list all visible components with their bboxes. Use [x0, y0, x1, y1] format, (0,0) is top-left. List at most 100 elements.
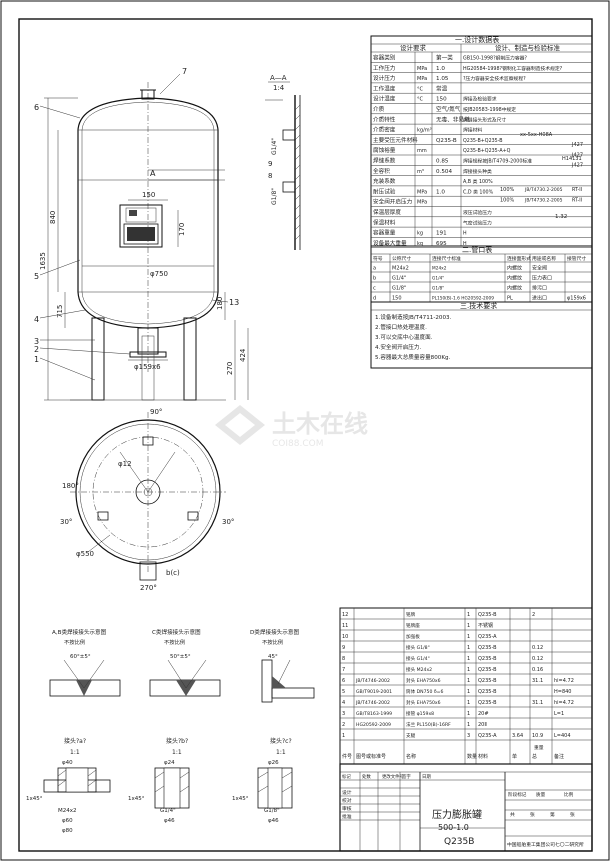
pipe-header: 符号: [373, 255, 383, 262]
bom-cell-mat: Q235-B: [478, 612, 497, 618]
svg-text:土木在线: 土木在线: [272, 410, 368, 438]
design-row-label: 工作压力: [373, 64, 396, 72]
bom-cell-name: 支腿: [406, 732, 416, 739]
design-row-label: 容器类别: [373, 54, 396, 62]
bom-cell-qty: 3: [467, 733, 470, 739]
inspection-pct: 100%: [500, 187, 515, 193]
nozzle-detail-labels: 接头?a?1:1φ40M24x2φ60φ801x45°接头?b?1:1φ24G1…: [26, 737, 292, 834]
design-row-unit: mm: [417, 148, 427, 154]
design-row-unit: kg: [417, 231, 423, 237]
bill-of-materials: [339, 607, 593, 765]
design-row-note: H: [463, 231, 467, 237]
tech-note: 1.设备制造按JB/T4711-2003.: [375, 313, 452, 321]
design-row-label: 容器重量: [373, 229, 396, 237]
design-row-label: 腐蚀裕量: [373, 146, 396, 154]
bom-cell-mat: Q235-B: [478, 656, 497, 662]
bom-cell-std: JB/T4746-2002: [355, 678, 390, 684]
design-row-value: 1.0: [436, 66, 445, 72]
design-row-label: 设备最大重量: [373, 239, 407, 247]
design-row-note: 按JB20583-1998中规定: [463, 106, 516, 113]
weld-sub: 不按比例: [164, 638, 185, 646]
bom-cell-mat: Q235-B: [478, 700, 497, 706]
weld-angle: 50°±5°: [170, 654, 191, 660]
bom-head: 材料: [478, 753, 488, 760]
title-sheet: 第: [550, 811, 555, 818]
design-row-value: 695: [436, 241, 447, 247]
title-block-labels: 标记处数更改文件号签字日期设计校对审核批准阶段标记质量比例共张第张: [342, 773, 575, 820]
dim-715: 715: [56, 305, 64, 318]
bom-cell-mat: Q235-B: [478, 678, 497, 684]
bom-cell-no: 10: [342, 634, 348, 640]
title-role: 批准: [342, 813, 352, 820]
nozzle-scale: 1:1: [172, 749, 182, 756]
section-a-scale: 1:4: [273, 84, 285, 92]
inspection-std: JB/T4730.2-2005: [524, 197, 563, 203]
inspection-std: JB/T4730.2-2005: [524, 187, 563, 193]
bom-cell-w2: 0.12: [532, 656, 543, 662]
title-label: 标记: [342, 773, 351, 780]
nozzle-scale: 1:1: [70, 749, 80, 756]
design-row-value: 1.0: [436, 189, 445, 195]
weld-title: D类焊接接头示意图: [250, 628, 299, 636]
bom-cell-std: GB/T9019-2001: [356, 689, 392, 695]
design-row-value: Q235-B: [436, 138, 457, 144]
weld-angle: 45°: [268, 654, 278, 660]
bom-cell-mat: Q235-A: [478, 733, 497, 739]
bom-cell-w2: 2: [532, 612, 535, 618]
tech-note: 4.安全阀开启压力.: [375, 343, 421, 351]
bom-cell-qty: 1: [467, 689, 470, 695]
test-pressure: 1.32: [555, 214, 567, 220]
title-role: 校对: [342, 797, 352, 804]
design-weld-rod: J427: [571, 152, 583, 158]
bom-cell-no: 5: [342, 689, 345, 695]
weld-sub: 不按比例: [262, 638, 283, 646]
pipe-cell-sym: d: [373, 296, 376, 302]
bom-cell-no: 9: [342, 645, 345, 651]
design-row-unit: MPa: [417, 76, 427, 82]
weld-angle: 60°±5°: [70, 654, 91, 660]
bom-cell-no: 4: [342, 700, 345, 706]
bom-cell-w2: 31.1: [532, 700, 543, 706]
pipe-cell-use: 安全阀: [532, 265, 547, 272]
design-row-note: 液压试验压力: [463, 209, 492, 216]
design-row-value: 第一类: [436, 54, 453, 62]
nozzle-dim: φ46: [164, 818, 175, 824]
nozzle-chamfer: 1x45°: [26, 796, 43, 802]
design-weld-rod: J427: [571, 142, 583, 148]
section-g18: G1/8": [271, 188, 278, 205]
bom-cell-no: 3: [342, 711, 345, 717]
pipe-cell-use: 进出口: [532, 295, 547, 302]
bom-cell-w2: 31.1: [532, 678, 543, 684]
title-sheet: 张: [570, 811, 575, 818]
section-a-a: A—A 1:4 G1/4" G1/8" 9 8: [265, 74, 301, 250]
design-row-label: 工作温度: [373, 84, 396, 92]
watermark-logo: 土木在线 COI88.COM: [215, 405, 368, 449]
title-sheet: 张: [530, 811, 535, 818]
title-role: 审核: [342, 805, 352, 812]
bom-cell-mat: Q235-B: [478, 645, 497, 651]
pipe-cell-size: 150: [392, 296, 402, 302]
bom-cell-no: 1: [342, 733, 345, 739]
title-label: 签字: [402, 773, 411, 780]
design-row-unit: MPa: [417, 66, 427, 72]
dim-180: 180: [216, 297, 224, 310]
bom-cell-name: 加强板: [406, 633, 420, 640]
bom-cell-no: 12: [342, 612, 348, 618]
design-row-label: 安全阀开启压力: [373, 198, 413, 206]
nozzle-scale: 1:1: [276, 749, 286, 756]
bom-cell-note: L=404: [554, 733, 571, 739]
nozzle-thread: G1/4": [160, 808, 176, 814]
design-row-note: 焊接及检验要求: [463, 96, 497, 103]
design-row-note: 气密试验压力: [463, 219, 492, 226]
bom-cell-note: hi=4.72: [554, 700, 574, 706]
design-weld-spec: xx-5xx-H08A: [520, 132, 553, 138]
design-row-value: 1.05: [436, 76, 449, 82]
title-label: 日期: [422, 774, 431, 780]
tech-req-heading: 三.技术要求: [460, 301, 497, 310]
bom-cell-qty: 1: [467, 645, 470, 651]
design-row-unit: °C: [417, 97, 424, 103]
design-row-note: A,B 类 100%: [463, 178, 493, 185]
pipe-header: 用途或名称: [532, 255, 556, 262]
design-row-note: ?压力容器安全技术监察规程?: [463, 75, 526, 82]
bom-cell-name: 筒体 DN750 δ=6: [406, 688, 444, 695]
